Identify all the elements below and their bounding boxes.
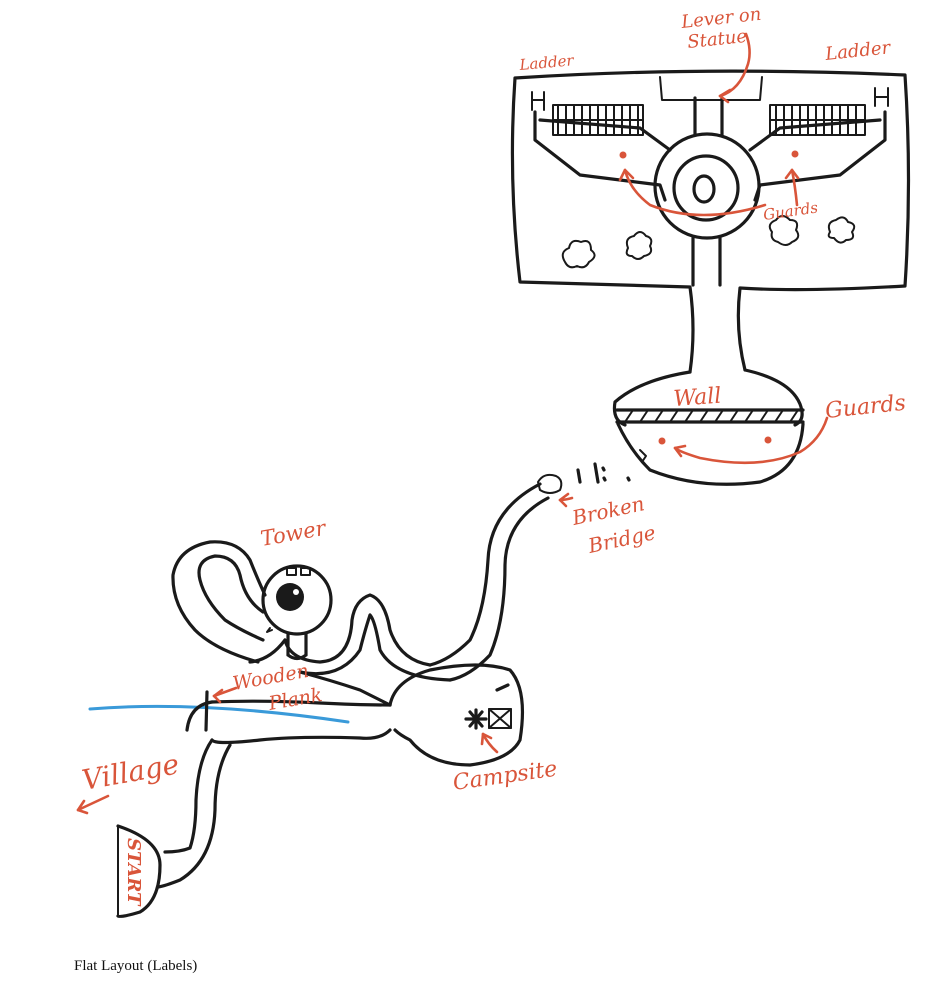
label-guards-upper: Guards [762, 198, 819, 224]
label-ladder-right: Ladder [823, 37, 892, 65]
left-stairs [553, 105, 643, 135]
label-plank-line2: Plank [266, 684, 324, 715]
label-wall: Wall [673, 384, 723, 412]
label-campsite: Campsite [451, 757, 559, 796]
label-village: Village [79, 747, 181, 796]
guard-marker [620, 152, 627, 159]
right-stairs [770, 105, 865, 135]
bushes [563, 216, 855, 267]
label-ladder-left: Ladder [518, 51, 575, 74]
path-network [90, 464, 629, 917]
guard-marker [792, 151, 799, 158]
guard-marker [765, 437, 772, 444]
map-labels: Lever on Statue Ladder Ladder Guards Wal… [79, 4, 906, 907]
label-start: START [123, 838, 144, 907]
label-broken-bridge-line2: Bridge [585, 520, 658, 558]
guard-marker [659, 438, 666, 445]
figure-caption: Flat Layout (Labels) [74, 958, 197, 975]
label-guards-lower: Guards [824, 391, 907, 424]
fortress [512, 71, 908, 372]
label-tower: Tower [259, 516, 330, 551]
